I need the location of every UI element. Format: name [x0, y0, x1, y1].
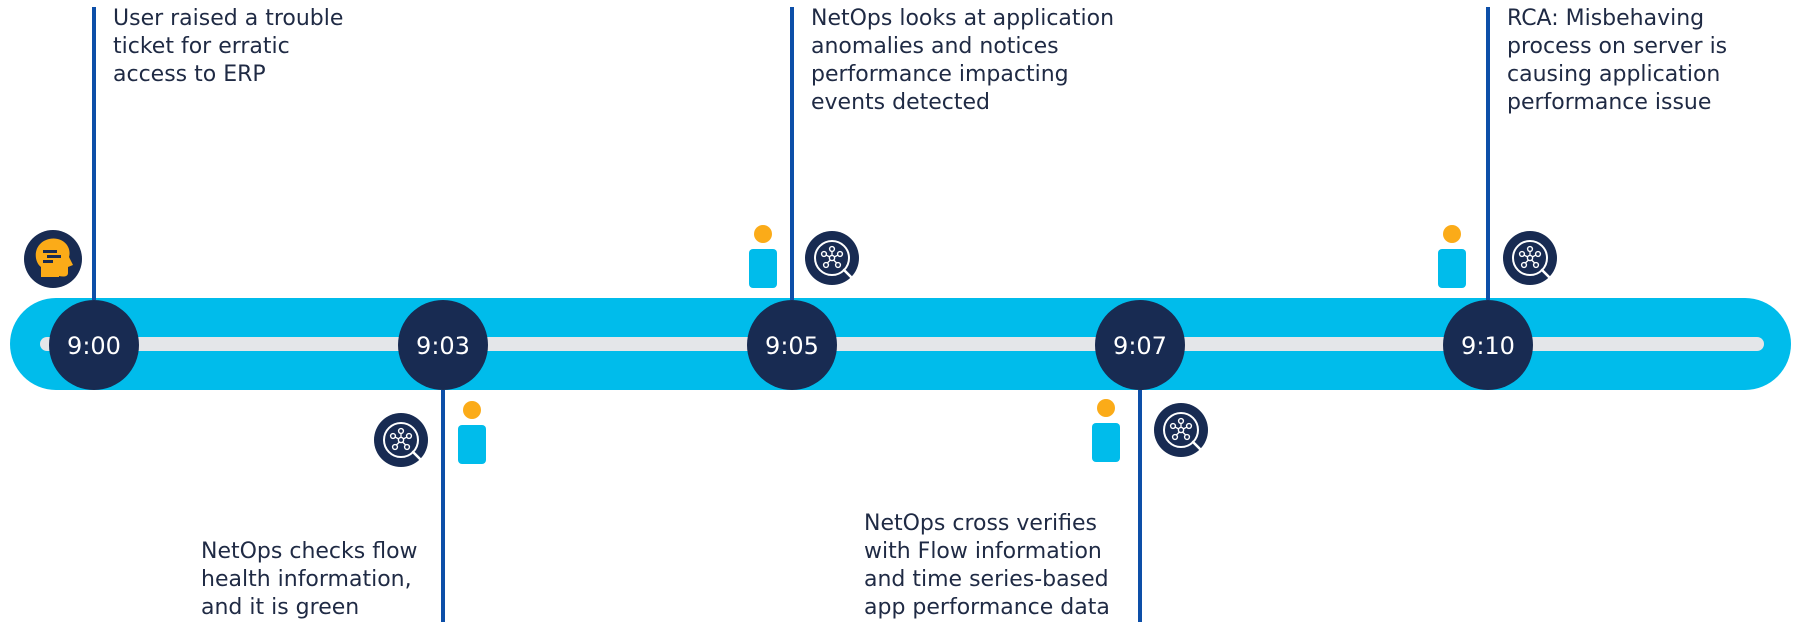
note-line: RCA: Misbehaving	[1507, 6, 1705, 31]
time-node-905: 9:05	[747, 300, 837, 390]
time-node-903: 9:03	[398, 300, 488, 390]
time-label: 9:10	[1461, 332, 1515, 360]
network-search-icon	[804, 230, 860, 286]
user-head-icon	[24, 230, 82, 288]
time-label: 9:00	[67, 332, 121, 360]
time-label: 9:07	[1113, 332, 1167, 360]
note-line: and it is green	[201, 595, 360, 620]
note-line: access to ERP	[113, 62, 266, 87]
event-note-910: RCA: Misbehaving process on server is ca…	[1507, 5, 1727, 117]
note-line: NetOps checks flow	[201, 539, 418, 564]
event-note-900: User raised a trouble ticket for erratic…	[113, 5, 343, 89]
event-note-907: NetOps cross verifies with Flow informat…	[864, 510, 1110, 622]
network-search-icon	[373, 412, 429, 468]
network-search-icon	[1502, 230, 1558, 286]
note-line: performance impacting	[811, 62, 1069, 87]
note-line: app performance data	[864, 595, 1110, 620]
time-node-907: 9:07	[1095, 300, 1185, 390]
person-icon	[1092, 399, 1120, 462]
note-line: health information,	[201, 567, 412, 592]
time-label: 9:03	[416, 332, 470, 360]
note-line: causing application	[1507, 62, 1721, 87]
note-line: NetOps cross verifies	[864, 511, 1097, 536]
note-line: with Flow information	[864, 539, 1102, 564]
event-note-905: NetOps looks at application anomalies an…	[811, 5, 1114, 117]
person-icon	[1438, 225, 1466, 288]
note-line: process on server is	[1507, 34, 1728, 59]
note-line: ticket for erratic	[113, 34, 290, 59]
event-note-903: NetOps checks flow health information, a…	[201, 538, 418, 622]
note-line: anomalies and notices	[811, 34, 1059, 59]
note-line: and time series-based	[864, 567, 1109, 592]
person-icon	[458, 401, 486, 464]
note-line: performance issue	[1507, 90, 1712, 115]
note-line: NetOps looks at application	[811, 6, 1115, 31]
time-node-910: 9:10	[1443, 300, 1533, 390]
note-line: User raised a trouble	[113, 6, 344, 31]
person-icon	[749, 225, 777, 288]
time-label: 9:05	[765, 332, 819, 360]
time-node-900: 9:00	[49, 300, 139, 390]
note-line: events detected	[811, 90, 990, 115]
network-search-icon	[1153, 402, 1209, 458]
